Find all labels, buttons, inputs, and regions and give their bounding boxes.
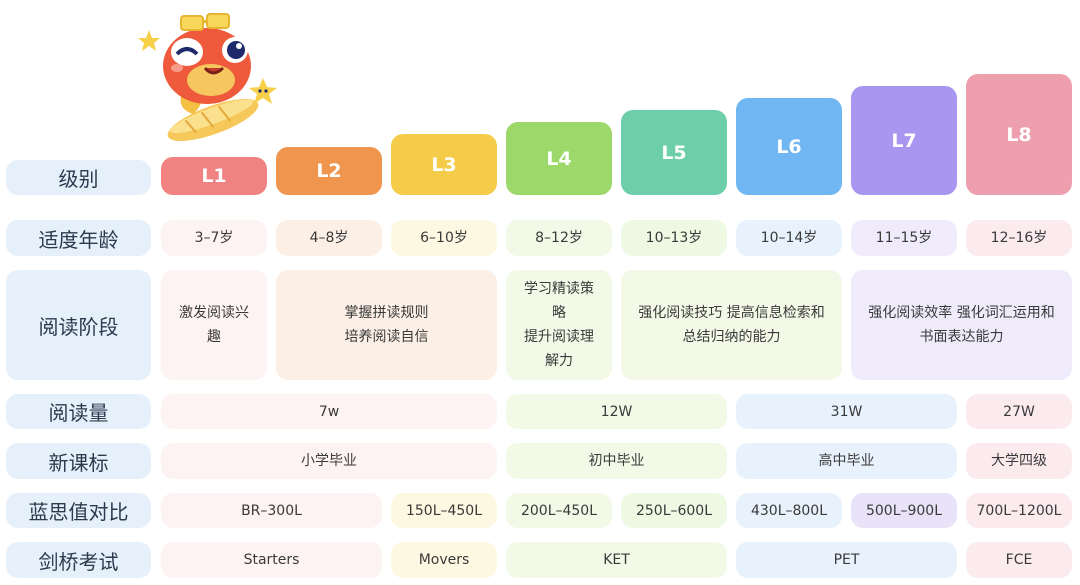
level-l7: L7 (851, 86, 957, 195)
cambridge-l1-l2: Starters (161, 542, 382, 578)
row-label-level: 级别 (6, 160, 151, 195)
age-l1: 3–7岁 (161, 220, 267, 256)
stage-l5-l6: 强化阅读技巧 提高信息检索和 总结归纳的能力 (621, 270, 842, 380)
standard-l1-l3: 小学毕业 (161, 443, 497, 479)
volume-l4-l5: 12W (506, 394, 727, 429)
lexile-l5: 250L–600L (621, 493, 727, 528)
row-label-standard: 新课标 (6, 443, 151, 479)
level-l4: L4 (506, 122, 612, 195)
level-l5: L5 (621, 110, 727, 195)
row-label-lexile: 蓝思值对比 (6, 493, 151, 528)
lexile-l1-l2: BR–300L (161, 493, 382, 528)
mascot-icon (138, 13, 277, 142)
age-l2: 4–8岁 (276, 220, 382, 256)
cambridge-l3: Movers (391, 542, 497, 578)
age-l3: 6–10岁 (391, 220, 497, 256)
level-l1: L1 (161, 157, 267, 195)
level-l6: L6 (736, 98, 842, 195)
level-l8: L8 (966, 74, 1072, 195)
lexile-l4: 200L–450L (506, 493, 612, 528)
volume-l8: 27W (966, 394, 1072, 429)
cambridge-l8: FCE (966, 542, 1072, 578)
volume-l6-l7: 31W (736, 394, 957, 429)
cambridge-l4-l5: KET (506, 542, 727, 578)
stage-l4: 学习精读策 略 提升阅读理 解力 (506, 270, 612, 380)
age-l4: 8–12岁 (506, 220, 612, 256)
stage-l1: 激发阅读兴 趣 (161, 270, 267, 380)
cambridge-l6-l7: PET (736, 542, 957, 578)
level-l3: L3 (391, 134, 497, 195)
lexile-l7: 500L–900L (851, 493, 957, 528)
age-l8: 12–16岁 (966, 220, 1072, 256)
age-l5: 10–13岁 (621, 220, 727, 256)
stage-l2-l3: 掌握拼读规则 培养阅读自信 (276, 270, 497, 380)
age-l6: 10–14岁 (736, 220, 842, 256)
row-label-volume: 阅读量 (6, 394, 151, 429)
row-label-cambridge: 剑桥考试 (6, 542, 151, 578)
lexile-l3: 150L–450L (391, 493, 497, 528)
row-label-age: 适度年龄 (6, 220, 151, 256)
volume-l1-l3: 7w (161, 394, 497, 429)
standard-l6-l7: 高中毕业 (736, 443, 957, 479)
lexile-l8: 700L–1200L (966, 493, 1072, 528)
standard-l4-l5: 初中毕业 (506, 443, 727, 479)
stage-l7-l8: 强化阅读效率 强化词汇运用和 书面表达能力 (851, 270, 1072, 380)
standard-l8: 大学四级 (966, 443, 1072, 479)
row-label-stage: 阅读阶段 (6, 270, 151, 380)
level-l2: L2 (276, 147, 382, 195)
age-l7: 11–15岁 (851, 220, 957, 256)
lexile-l6: 430L–800L (736, 493, 842, 528)
